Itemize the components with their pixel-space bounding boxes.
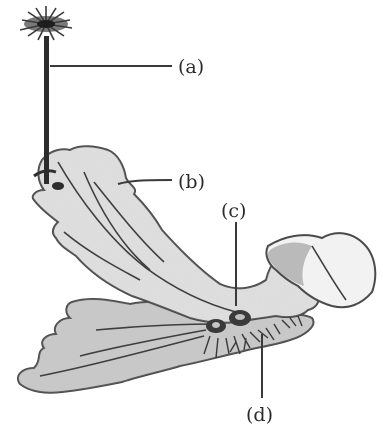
- label-a: (a): [178, 56, 204, 78]
- disc-head: [20, 6, 72, 40]
- label-c: (c): [221, 200, 246, 222]
- stalk: [44, 36, 49, 184]
- label-b: (b): [178, 171, 205, 193]
- apical-notch: [52, 182, 64, 190]
- label-d: (d): [246, 404, 273, 426]
